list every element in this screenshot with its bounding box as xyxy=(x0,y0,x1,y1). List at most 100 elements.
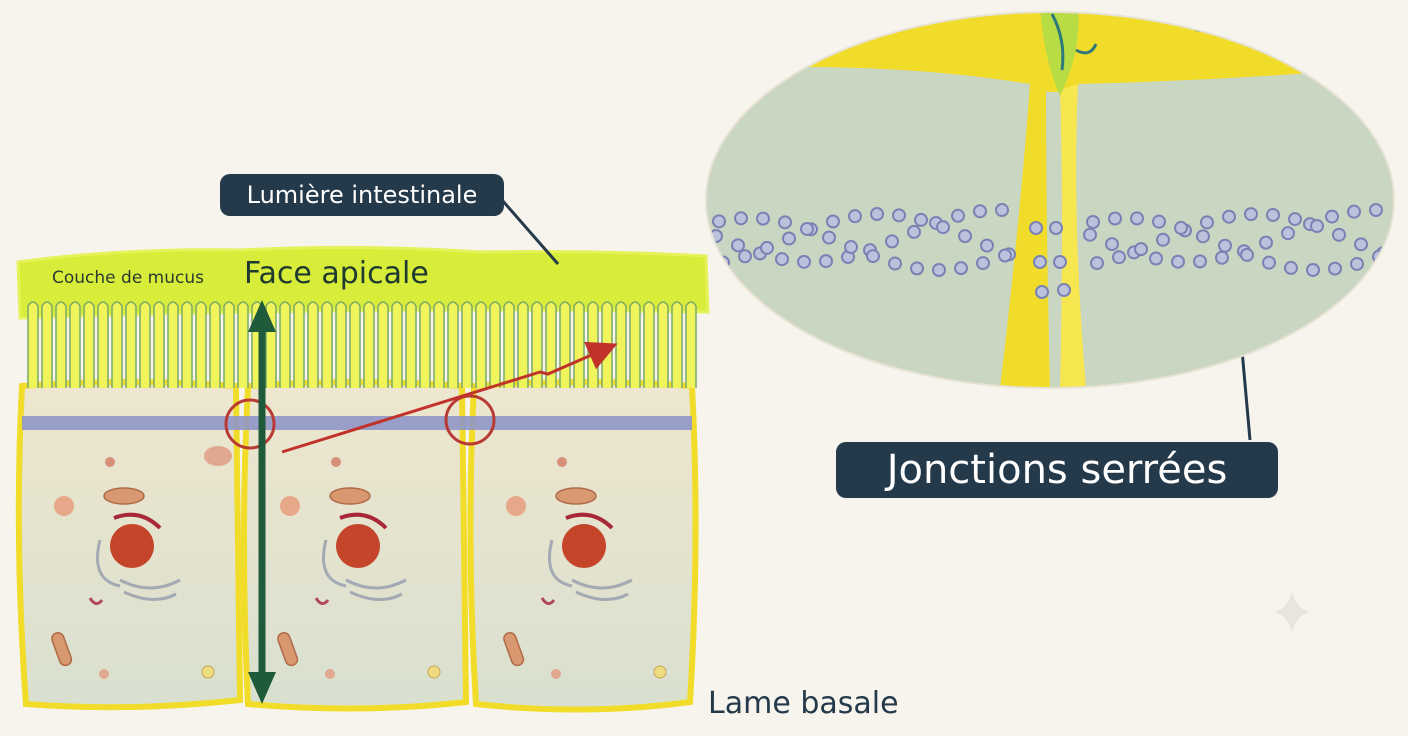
mitochondrion xyxy=(503,631,525,667)
microvillus xyxy=(27,301,39,388)
endoplasmic-reticulum xyxy=(339,512,388,530)
vesicle xyxy=(99,669,109,679)
junction-particle xyxy=(1083,227,1097,242)
label-face-apicale: Face apicale xyxy=(244,256,429,291)
golgi xyxy=(571,578,633,590)
vesicle xyxy=(331,457,341,467)
microvillus xyxy=(545,301,557,388)
endoplasmic-reticulum xyxy=(565,512,614,530)
microvillus xyxy=(629,301,641,388)
tight-junction-zoom xyxy=(706,12,1394,388)
junction-particle xyxy=(888,256,902,271)
microvillus xyxy=(475,301,487,388)
junction-particle xyxy=(980,238,994,253)
golgi xyxy=(119,578,181,590)
junction-particle xyxy=(1152,214,1166,229)
microvillus xyxy=(181,301,193,388)
junction-particle xyxy=(1266,207,1280,222)
microvillus xyxy=(391,301,403,388)
microvillus xyxy=(335,301,347,388)
microvilli xyxy=(27,301,697,388)
golgi xyxy=(349,590,403,601)
microvillus xyxy=(55,301,67,388)
microvillus xyxy=(349,301,361,388)
golgi xyxy=(96,539,121,588)
lysosome xyxy=(88,597,104,605)
vesicle xyxy=(105,457,115,467)
junction-particle xyxy=(734,211,748,226)
junction-particle xyxy=(976,256,990,271)
junction-particle xyxy=(1347,204,1361,219)
sparkle-icon xyxy=(1274,592,1310,632)
junction-particle xyxy=(1171,254,1185,269)
microvillus xyxy=(531,301,543,388)
junction-particle xyxy=(1156,232,1170,247)
leader-line-lumiere xyxy=(500,199,560,265)
junction-particle xyxy=(936,220,950,235)
mitochondrion xyxy=(277,631,299,667)
junction-particle xyxy=(1222,209,1236,224)
label-jonctions-serrees: Jonctions serrées xyxy=(836,442,1278,498)
vesicle xyxy=(204,446,232,466)
mitochondrion xyxy=(329,487,371,505)
mitochondrion xyxy=(555,487,597,505)
vesicle xyxy=(653,665,667,679)
junction-particle xyxy=(998,248,1012,263)
junction-particle xyxy=(1029,221,1043,235)
junction-particle xyxy=(756,211,770,226)
junction-particle xyxy=(1240,247,1254,262)
junction-particle xyxy=(1306,262,1320,277)
junction-particle xyxy=(910,261,924,276)
junction-particle xyxy=(973,204,987,219)
microvillus xyxy=(69,301,81,388)
junction-particle xyxy=(848,209,862,224)
nucleus xyxy=(110,524,154,568)
endoplasmic-reticulum xyxy=(113,512,162,530)
microvillus xyxy=(195,301,207,388)
golgi xyxy=(322,539,347,588)
junction-particle xyxy=(1310,219,1324,234)
junction-particle xyxy=(892,208,906,223)
mitochondrion xyxy=(103,487,145,505)
junction-particle xyxy=(1049,221,1063,235)
microvillus xyxy=(237,301,249,388)
microvillus xyxy=(419,301,431,388)
microvillus xyxy=(209,301,221,388)
label-lumiere-text: Lumière intestinale xyxy=(246,181,478,209)
junction-band xyxy=(22,416,692,430)
microvillus xyxy=(363,301,375,388)
microvillus xyxy=(111,301,123,388)
junction-particle xyxy=(1332,227,1346,242)
junction-particle xyxy=(1149,251,1163,266)
microvillus xyxy=(447,301,459,388)
junction-particle xyxy=(1130,211,1144,226)
junction-particle xyxy=(819,254,833,269)
microvillus xyxy=(643,301,655,388)
junction-particle xyxy=(778,215,792,230)
microvillus xyxy=(125,301,137,388)
vesicle xyxy=(54,496,74,516)
golgi xyxy=(345,578,407,590)
leader-line-jonctions xyxy=(1240,349,1252,441)
vesicle xyxy=(325,669,335,679)
junction-particle xyxy=(844,240,858,255)
zoom-outline xyxy=(705,11,1395,389)
junction-particle xyxy=(1325,209,1339,224)
junction-particle xyxy=(1086,215,1100,230)
junction-particle xyxy=(1090,256,1104,271)
junction-particle xyxy=(1035,285,1049,299)
junction-particle xyxy=(731,238,745,253)
microvillus xyxy=(461,301,473,388)
junction-particle xyxy=(1244,207,1258,222)
junction-particle xyxy=(1033,255,1047,269)
junction-particle xyxy=(870,207,884,222)
microvillus xyxy=(293,301,305,388)
vesicle xyxy=(280,496,300,516)
microvillus xyxy=(517,301,529,388)
junction-particle xyxy=(885,234,899,249)
junction-particle xyxy=(932,262,946,277)
junction-particle xyxy=(1215,250,1229,265)
microvillus xyxy=(83,301,95,388)
junction-particle xyxy=(958,229,972,244)
microvillus xyxy=(41,301,53,388)
